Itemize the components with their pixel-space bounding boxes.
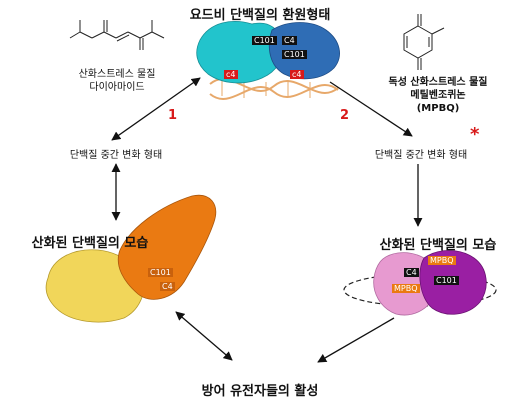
arrow-left-oxidized-to-defense [175,311,233,361]
left-stress-line2: 다이아마이드 [89,82,145,93]
top-c101-label-2: C101 [282,50,307,59]
top-c4-label: C4 [282,36,297,45]
arrow-right-oxidized-to-defense [317,317,395,363]
right-stress-line3: (MPBQ) [416,103,460,114]
mpbq-structure-icon [403,14,445,70]
arrow-top-to-left-intermediate [111,77,201,141]
left-intermediate-label: 단백질 중간 변화 형태 [69,150,163,161]
right-stress-label: 독성 산화스트레스 물질 메틸벤조퀴논 (MPBQ) [368,76,508,115]
step-1-label: 1 [168,108,178,123]
top-title: 요드비 단백질의 환원형태 [189,8,331,23]
left-oxidized-label: 산화된 단백질의 모습 [31,236,149,251]
step-2-label: 2 [340,108,350,123]
right-stress-line2: 메틸벤조퀴논 [410,90,466,101]
right-intermediate-label: 단백질 중간 변화 형태 [374,150,468,161]
left-c101-label: C101 [148,268,173,277]
asterisk-mark: * [470,124,480,145]
right-mpbq-label-1: MPBQ [428,256,456,265]
right-stress-line1: 독성 산화스트레스 물질 [388,77,488,88]
top-c4-red-label-1: c4 [224,70,238,79]
right-mpbq-label-2: MPBQ [392,284,420,293]
top-c4-red-label-2: c4 [290,70,304,79]
arrow-top-to-right-intermediate [329,81,413,137]
left-c4-label: C4 [160,282,175,291]
right-oxidized-label: 산화된 단백질의 모습 [379,238,497,253]
left-stress-line1: 산화스트레스 물질 [78,69,156,80]
top-c101-label-1: C101 [252,36,277,45]
left-protein-orange-domain [117,194,217,300]
right-c4-label: C4 [404,268,419,277]
diamide-structure-icon [69,20,165,50]
right-c101-label: C101 [434,276,459,285]
left-stress-label: 산화스트레스 물질 다이아마이드 [52,68,182,94]
bottom-title: 방어 유전자들의 활성 [201,384,319,399]
